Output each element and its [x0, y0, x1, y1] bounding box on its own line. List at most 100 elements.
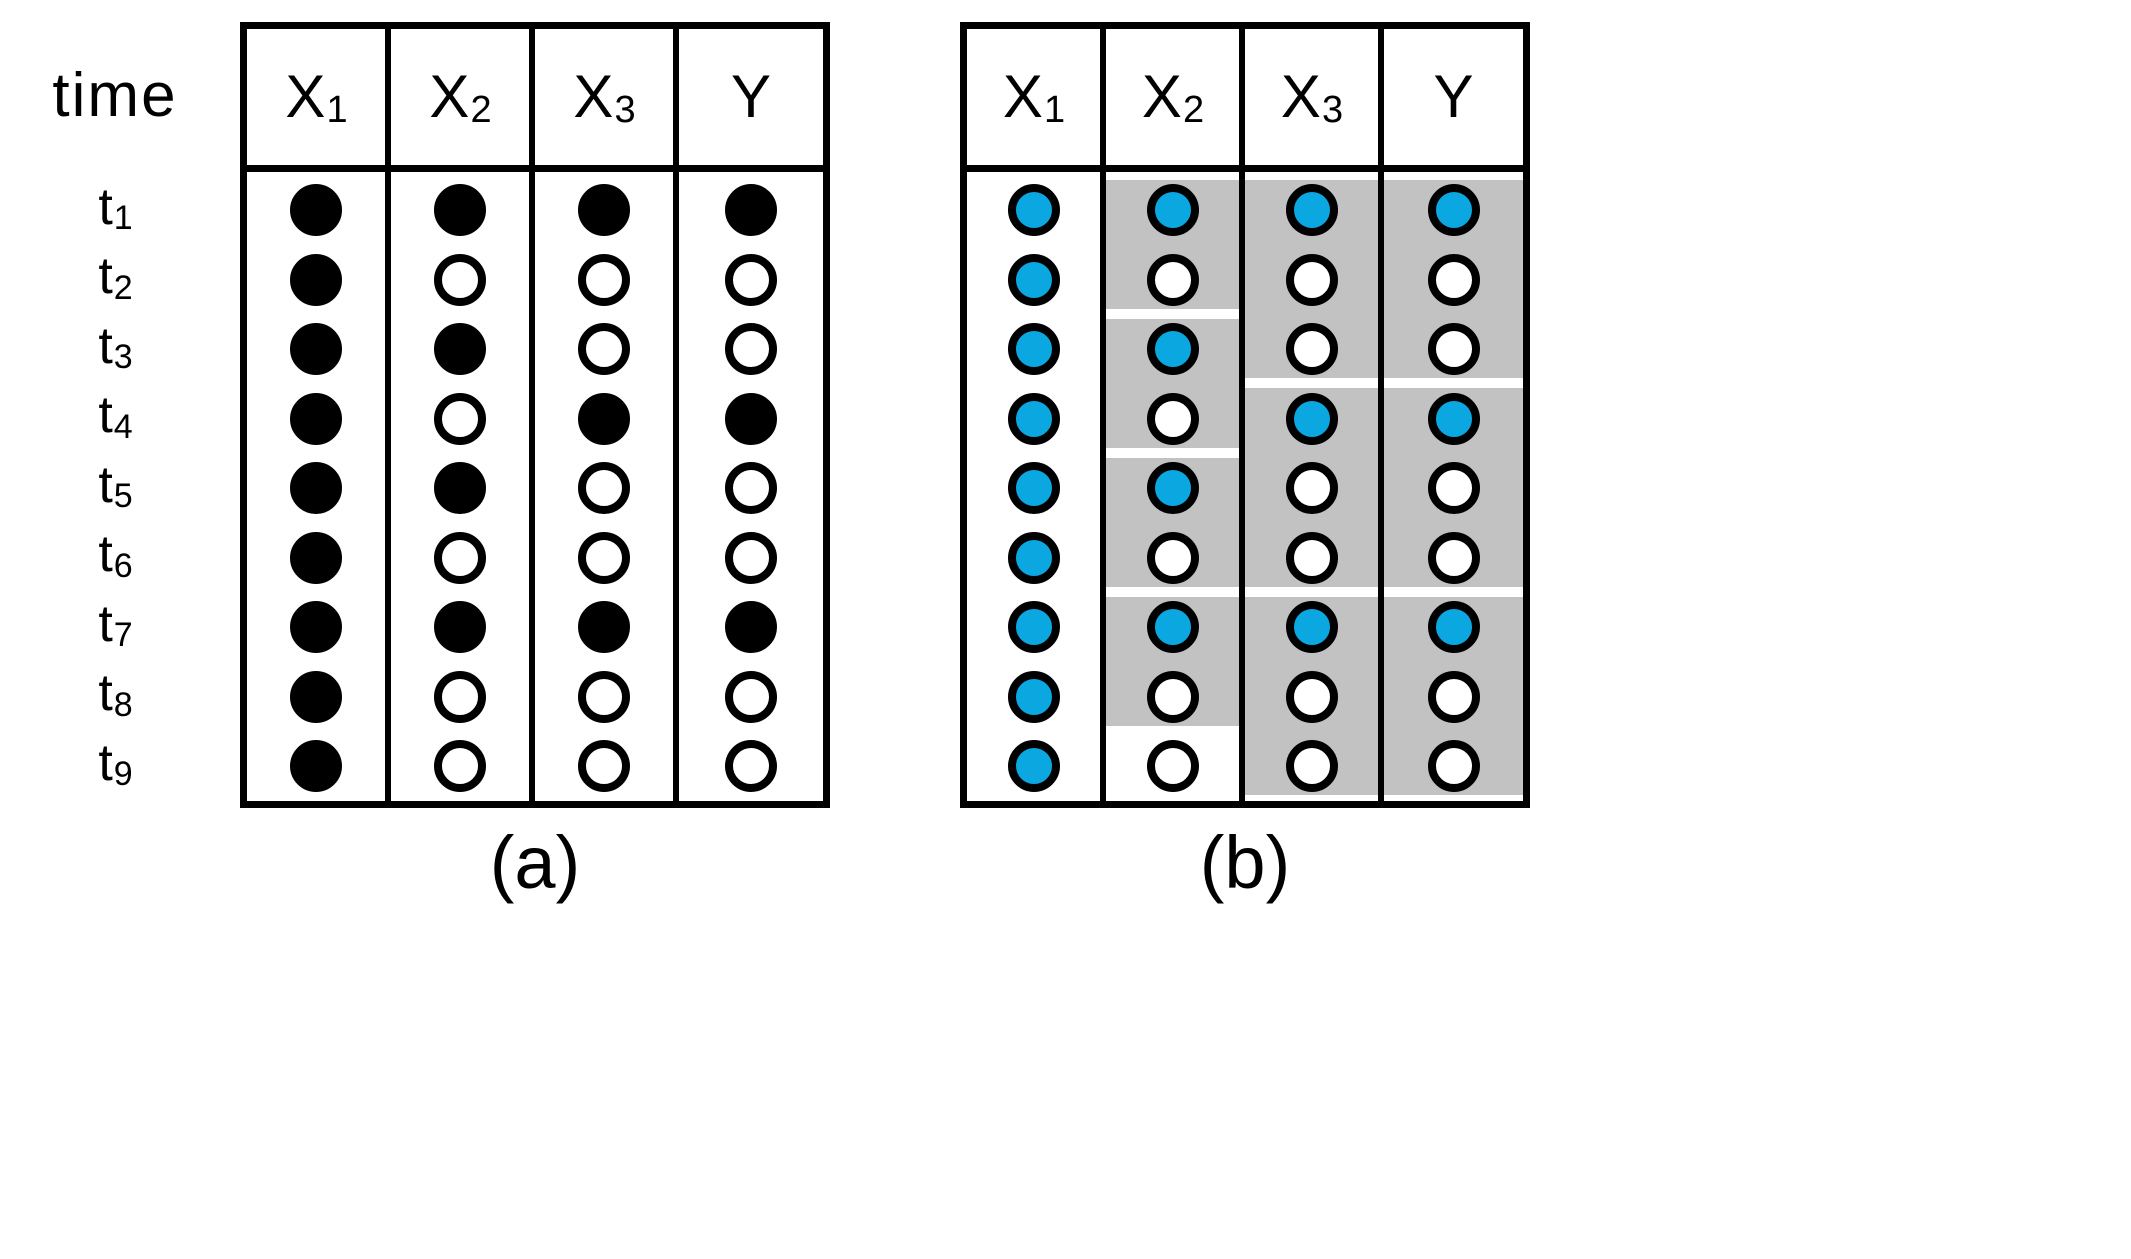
table-cell	[1245, 315, 1378, 385]
open-circle-icon	[578, 462, 630, 515]
table-cell	[247, 245, 385, 315]
table-cell	[535, 384, 673, 454]
filled-circle-icon	[1146, 323, 1199, 376]
table-cell	[535, 245, 673, 315]
open-circle-icon	[1427, 670, 1480, 723]
filled-circle-icon	[1007, 323, 1060, 376]
filled-circle-icon	[1007, 740, 1060, 793]
open-circle-icon	[1427, 462, 1480, 515]
filled-circle-icon	[1285, 601, 1338, 654]
filled-circle-icon	[290, 601, 342, 654]
table-cell	[967, 384, 1100, 454]
table-cell	[391, 732, 529, 802]
open-circle-icon	[1427, 323, 1480, 376]
filled-circle-icon	[434, 601, 486, 654]
open-circle-icon	[1285, 253, 1338, 306]
filled-circle-icon	[578, 601, 630, 654]
table-cell	[1106, 176, 1239, 246]
filled-circle-icon	[578, 392, 630, 445]
table-cell	[391, 523, 529, 593]
open-circle-icon	[1146, 392, 1199, 445]
filled-circle-icon	[434, 462, 486, 515]
open-circle-icon	[434, 253, 486, 306]
table-cell	[1245, 523, 1378, 593]
table-cell	[1106, 245, 1239, 315]
table-cell	[967, 732, 1100, 802]
table-cell	[391, 662, 529, 732]
open-circle-icon	[434, 670, 486, 723]
filled-circle-icon	[1285, 392, 1338, 445]
table-cell	[967, 662, 1100, 732]
table-cell	[1384, 732, 1523, 802]
open-circle-icon	[1285, 462, 1338, 515]
column-header-y: Y	[1384, 29, 1523, 172]
open-circle-icon	[1427, 740, 1480, 793]
table-cell	[391, 384, 529, 454]
table-cell	[1384, 384, 1523, 454]
table-cell	[967, 176, 1100, 246]
table-cell	[679, 454, 823, 524]
table-cell	[1384, 662, 1523, 732]
filled-circle-icon	[1427, 392, 1480, 445]
open-circle-icon	[725, 462, 777, 515]
table-cell	[1245, 593, 1378, 663]
table-cell	[247, 593, 385, 663]
table-cell	[391, 593, 529, 663]
open-circle-icon	[578, 323, 630, 376]
table-cell	[1106, 662, 1239, 732]
table-cell	[967, 245, 1100, 315]
table-cell	[967, 523, 1100, 593]
column-body-x1	[247, 172, 385, 802]
table-cell	[391, 454, 529, 524]
open-circle-icon	[1285, 531, 1338, 584]
table-cell	[391, 315, 529, 385]
column-body-y	[1384, 172, 1523, 802]
filled-circle-icon	[1007, 253, 1060, 306]
column-y: Y	[1384, 29, 1523, 801]
table-cell	[391, 245, 529, 315]
table-cell	[967, 454, 1100, 524]
open-circle-icon	[1146, 253, 1199, 306]
table-cell	[679, 315, 823, 385]
time-axis-label: time	[52, 61, 178, 130]
table-cell	[679, 176, 823, 246]
open-circle-icon	[725, 253, 777, 306]
table-cell	[679, 662, 823, 732]
open-circle-icon	[1146, 670, 1199, 723]
table-cell	[247, 523, 385, 593]
open-circle-icon	[725, 740, 777, 793]
open-circle-icon	[1285, 670, 1338, 723]
open-circle-icon	[434, 531, 486, 584]
open-circle-icon	[578, 253, 630, 306]
table-cell	[1106, 384, 1239, 454]
table-cell	[1245, 384, 1378, 454]
open-circle-icon	[1427, 253, 1480, 306]
table-cell	[247, 176, 385, 246]
filled-circle-icon	[725, 601, 777, 654]
table-cell	[247, 315, 385, 385]
table-cell	[1106, 454, 1239, 524]
column-body-x1	[967, 172, 1100, 802]
filled-circle-icon	[290, 323, 342, 376]
table-cell	[535, 523, 673, 593]
filled-circle-icon	[1146, 184, 1199, 237]
table-cell	[1106, 315, 1239, 385]
table-cell	[535, 315, 673, 385]
caption-panel-a: (a)	[489, 821, 581, 904]
open-circle-icon	[434, 392, 486, 445]
filled-circle-icon	[1146, 601, 1199, 654]
filled-circle-icon	[578, 184, 630, 237]
column-y: Y	[679, 29, 823, 801]
table-cell	[679, 593, 823, 663]
